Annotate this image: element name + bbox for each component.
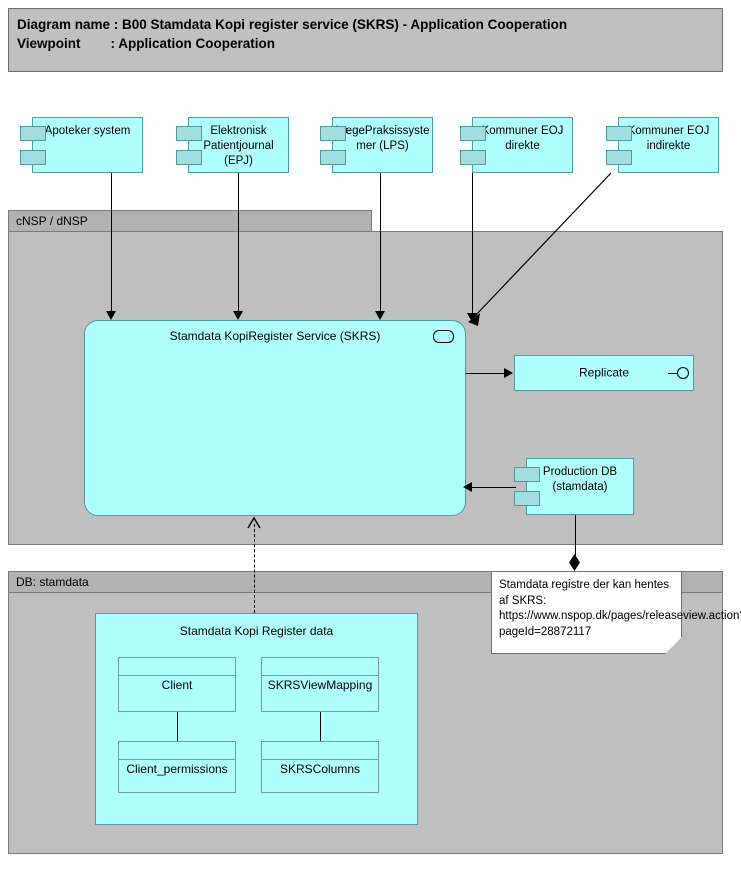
table-node-skrscolumns[interactable]: SKRSColumns [261,741,379,793]
component-tab-upper-icon [514,467,540,482]
consumer-elektronisk-patientjournal[interactable]: Elektronisk Patientjournal (EPJ) [176,117,289,173]
data-container-title: Stamdata Kopi Register data [179,624,334,638]
skrs-service-label: Stamdata KopiRegister Service (SKRS) [169,329,381,343]
component-tab-lower-icon [320,150,346,165]
table-name: Client [161,678,193,692]
table-node-client[interactable]: Client [118,657,236,712]
table-header-bar [119,742,235,760]
connector-epj-to-skrs [238,173,239,313]
component-tab-upper-icon [320,126,346,141]
table-header-bar [262,742,378,760]
replicate-box[interactable]: Replicate [514,355,694,391]
note-fold-corner [665,637,682,654]
production-db-body: Production DB (stamdata) [526,458,634,515]
table-name: SKRSViewMapping [267,678,373,692]
connector-apoteker-to-skrs [111,173,112,313]
consumer-label: Kommuner EOJ direkte [481,125,564,152]
component-tab-lower-icon [20,150,46,165]
consumer-label: Kommuner EOJ indirekte [627,125,710,152]
table-name: SKRSColumns [279,762,361,776]
skrs-service-box[interactable]: Stamdata KopiRegister Service (SKRS) [84,320,466,516]
arrowhead-right [504,368,513,378]
note-box: Stamdata registre der kan hentes af SKRS… [491,571,741,654]
consumer-apoteker-system[interactable]: Apoteker system [20,117,143,173]
composition-diamond-icon [569,554,580,571]
connector-skrs-to-replicate [466,373,506,374]
table-header-bar [262,658,378,676]
production-db-label: Production DB (stamdata) [542,466,618,493]
component-tab-lower-icon [606,150,632,165]
production-db-component[interactable]: Production DB (stamdata) [514,458,634,515]
arrowhead-left [463,482,472,492]
component-tab-lower-icon [514,491,540,506]
component-tab-upper-icon [460,126,486,141]
consumer-kommuner-eoj-indirekte[interactable]: Kommuner EOJ indirekte [606,117,719,173]
connector-client-to-permissions [177,712,178,741]
arrowhead-down [233,311,243,320]
table-header-bar [119,658,235,676]
consumer-laegepraksissystemer-lps[interactable]: LægePraksissyste mer (LPS) [320,117,433,173]
table-node-client-permissions[interactable]: Client_permissions [118,741,236,793]
connector-productiondb-to-note [575,515,576,563]
replicate-label: Replicate [578,365,630,380]
component-tab-upper-icon [176,126,202,141]
viewpoint-line: Viewpoint : Application Cooperation [17,36,276,51]
provided-interface-oval-icon [433,330,454,343]
connector-viewmapping-to-columns [320,712,321,741]
diagram-title-box: Diagram name : B00 Stamdata Kopi registe… [8,8,723,72]
component-tab-upper-icon [20,126,46,141]
consumer-label: Elektronisk Patientjournal (EPJ) [203,125,274,167]
stamdata-kopi-register-data-box[interactable]: Stamdata Kopi Register data [95,613,418,825]
component-tab-lower-icon [460,150,486,165]
connector-lps-to-skrs [380,173,381,313]
consumer-label: Apoteker system [44,125,131,137]
arrowhead-down [106,311,116,320]
table-name: Client_permissions [126,762,228,776]
diagram-name-line: Diagram name : B00 Stamdata Kopi registe… [17,17,568,32]
connector-productiondb-to-skrs [470,487,516,488]
connector-kommuner-direkte-to-skrs [472,173,473,318]
arrowhead-down [467,313,477,322]
consumer-label: LægePraksissyste mer (LPS) [335,125,430,152]
note-text: Stamdata registre der kan hentes af SKRS… [499,579,741,638]
group-cnsp-dnsp-tab: cNSP / dNSP [8,210,372,232]
consumer-kommuner-eoj-direkte[interactable]: Kommuner EOJ direkte [460,117,573,173]
component-tab-lower-icon [176,150,202,165]
connector-data-to-skrs-dashed [254,524,255,613]
component-tab-upper-icon [606,126,632,141]
table-node-skrsviewmapping[interactable]: SKRSViewMapping [261,657,379,712]
arrowhead-down [375,311,385,320]
lollipop-interface-icon [668,367,690,379]
